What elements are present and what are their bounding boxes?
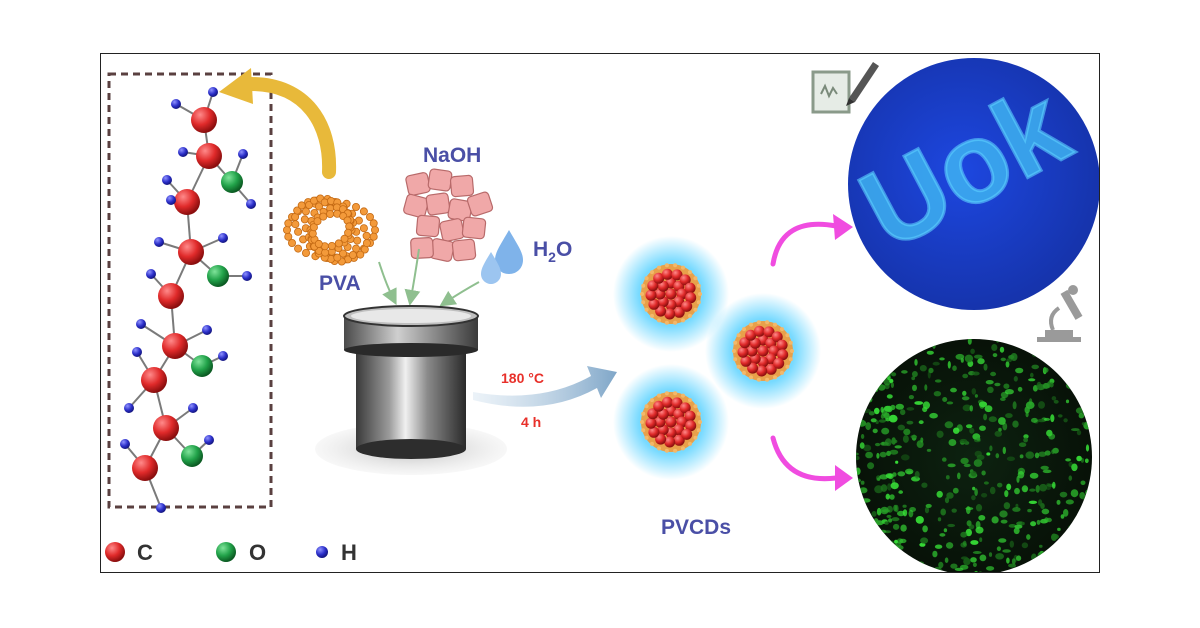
carbon-atom bbox=[132, 455, 158, 481]
carbon-atom bbox=[191, 107, 217, 133]
carbon-atom bbox=[196, 143, 222, 169]
atom-legend bbox=[105, 542, 328, 562]
naoh-label: NaOH bbox=[423, 144, 481, 167]
hydrogen-atom bbox=[136, 319, 146, 329]
carbon-atom bbox=[153, 415, 179, 441]
hydrogen-atom bbox=[171, 99, 181, 109]
hydrogen-atom bbox=[120, 439, 130, 449]
yellow-curved-arrow bbox=[219, 68, 337, 179]
hydrogen-atom bbox=[178, 147, 188, 157]
carbon-atom bbox=[174, 189, 200, 215]
chain-bonds bbox=[124, 91, 252, 509]
hydrogen-atom bbox=[208, 87, 218, 97]
oxygen-atom bbox=[207, 265, 229, 287]
pva-molecule-model bbox=[120, 87, 256, 513]
carbon-atom bbox=[158, 283, 184, 309]
legend-carbon-label: C bbox=[137, 540, 153, 565]
hydrogen-atom bbox=[218, 351, 228, 361]
pvcds-label: PVCDs bbox=[661, 516, 731, 539]
carbon-atom bbox=[141, 367, 167, 393]
hydrogen-atom bbox=[146, 269, 156, 279]
scheme-canvas: PVA NaOH H2O 180 °C 4 h PVCDs bbox=[105, 58, 1099, 572]
water-label: H2O bbox=[533, 238, 572, 265]
reactor-vessel bbox=[315, 305, 507, 475]
hydrogen-atom bbox=[218, 233, 228, 243]
fluorescence-image-panel bbox=[856, 339, 1092, 572]
hydrogen-atom bbox=[124, 403, 134, 413]
time-label: 4 h bbox=[521, 414, 541, 430]
legend-oxygen-marker bbox=[216, 542, 236, 562]
hydrogen-atom bbox=[242, 271, 252, 281]
molecule-box bbox=[107, 72, 273, 509]
naoh-crystals-icon bbox=[403, 168, 494, 262]
legend-oxygen-label: O bbox=[249, 540, 267, 565]
oxygen-atom bbox=[221, 171, 243, 193]
figure-frame: PVA NaOH H2O 180 °C 4 h PVCDs bbox=[100, 53, 1100, 573]
legend-carbon-marker bbox=[105, 542, 125, 562]
reaction-arrow bbox=[473, 366, 617, 407]
carbon-atom bbox=[178, 239, 204, 265]
hydrogen-atom bbox=[188, 403, 198, 413]
oxygen-atom bbox=[191, 355, 213, 377]
uv-ink-panel: Uok bbox=[840, 58, 1099, 310]
feed-arrows bbox=[378, 248, 480, 307]
hydrogen-atom bbox=[202, 325, 212, 335]
temperature-label: 180 °C bbox=[501, 370, 544, 386]
carbon-atom bbox=[162, 333, 188, 359]
legend-hydrogen-label: H bbox=[341, 540, 357, 565]
hydrogen-atom bbox=[166, 195, 176, 205]
hydrogen-atom bbox=[154, 237, 164, 247]
pencil-icon bbox=[811, 62, 879, 114]
hydrogen-atom bbox=[156, 503, 166, 513]
pva-coil-icon bbox=[282, 194, 379, 266]
hydrogen-atom bbox=[132, 347, 142, 357]
hydrogen-atom bbox=[204, 435, 214, 445]
legend-hydrogen-marker bbox=[316, 546, 328, 558]
water-drops-icon bbox=[481, 230, 523, 284]
pva-label: PVA bbox=[319, 272, 361, 295]
hydrogen-atom bbox=[246, 199, 256, 209]
microscope-icon bbox=[1037, 285, 1083, 342]
oxygen-atom bbox=[181, 445, 203, 467]
hydrogen-atom bbox=[162, 175, 172, 185]
application-arrows bbox=[770, 221, 839, 482]
application-arrowheads bbox=[833, 214, 853, 491]
hydrogen-atom bbox=[238, 149, 248, 159]
carbon-dots-cluster bbox=[613, 236, 821, 480]
